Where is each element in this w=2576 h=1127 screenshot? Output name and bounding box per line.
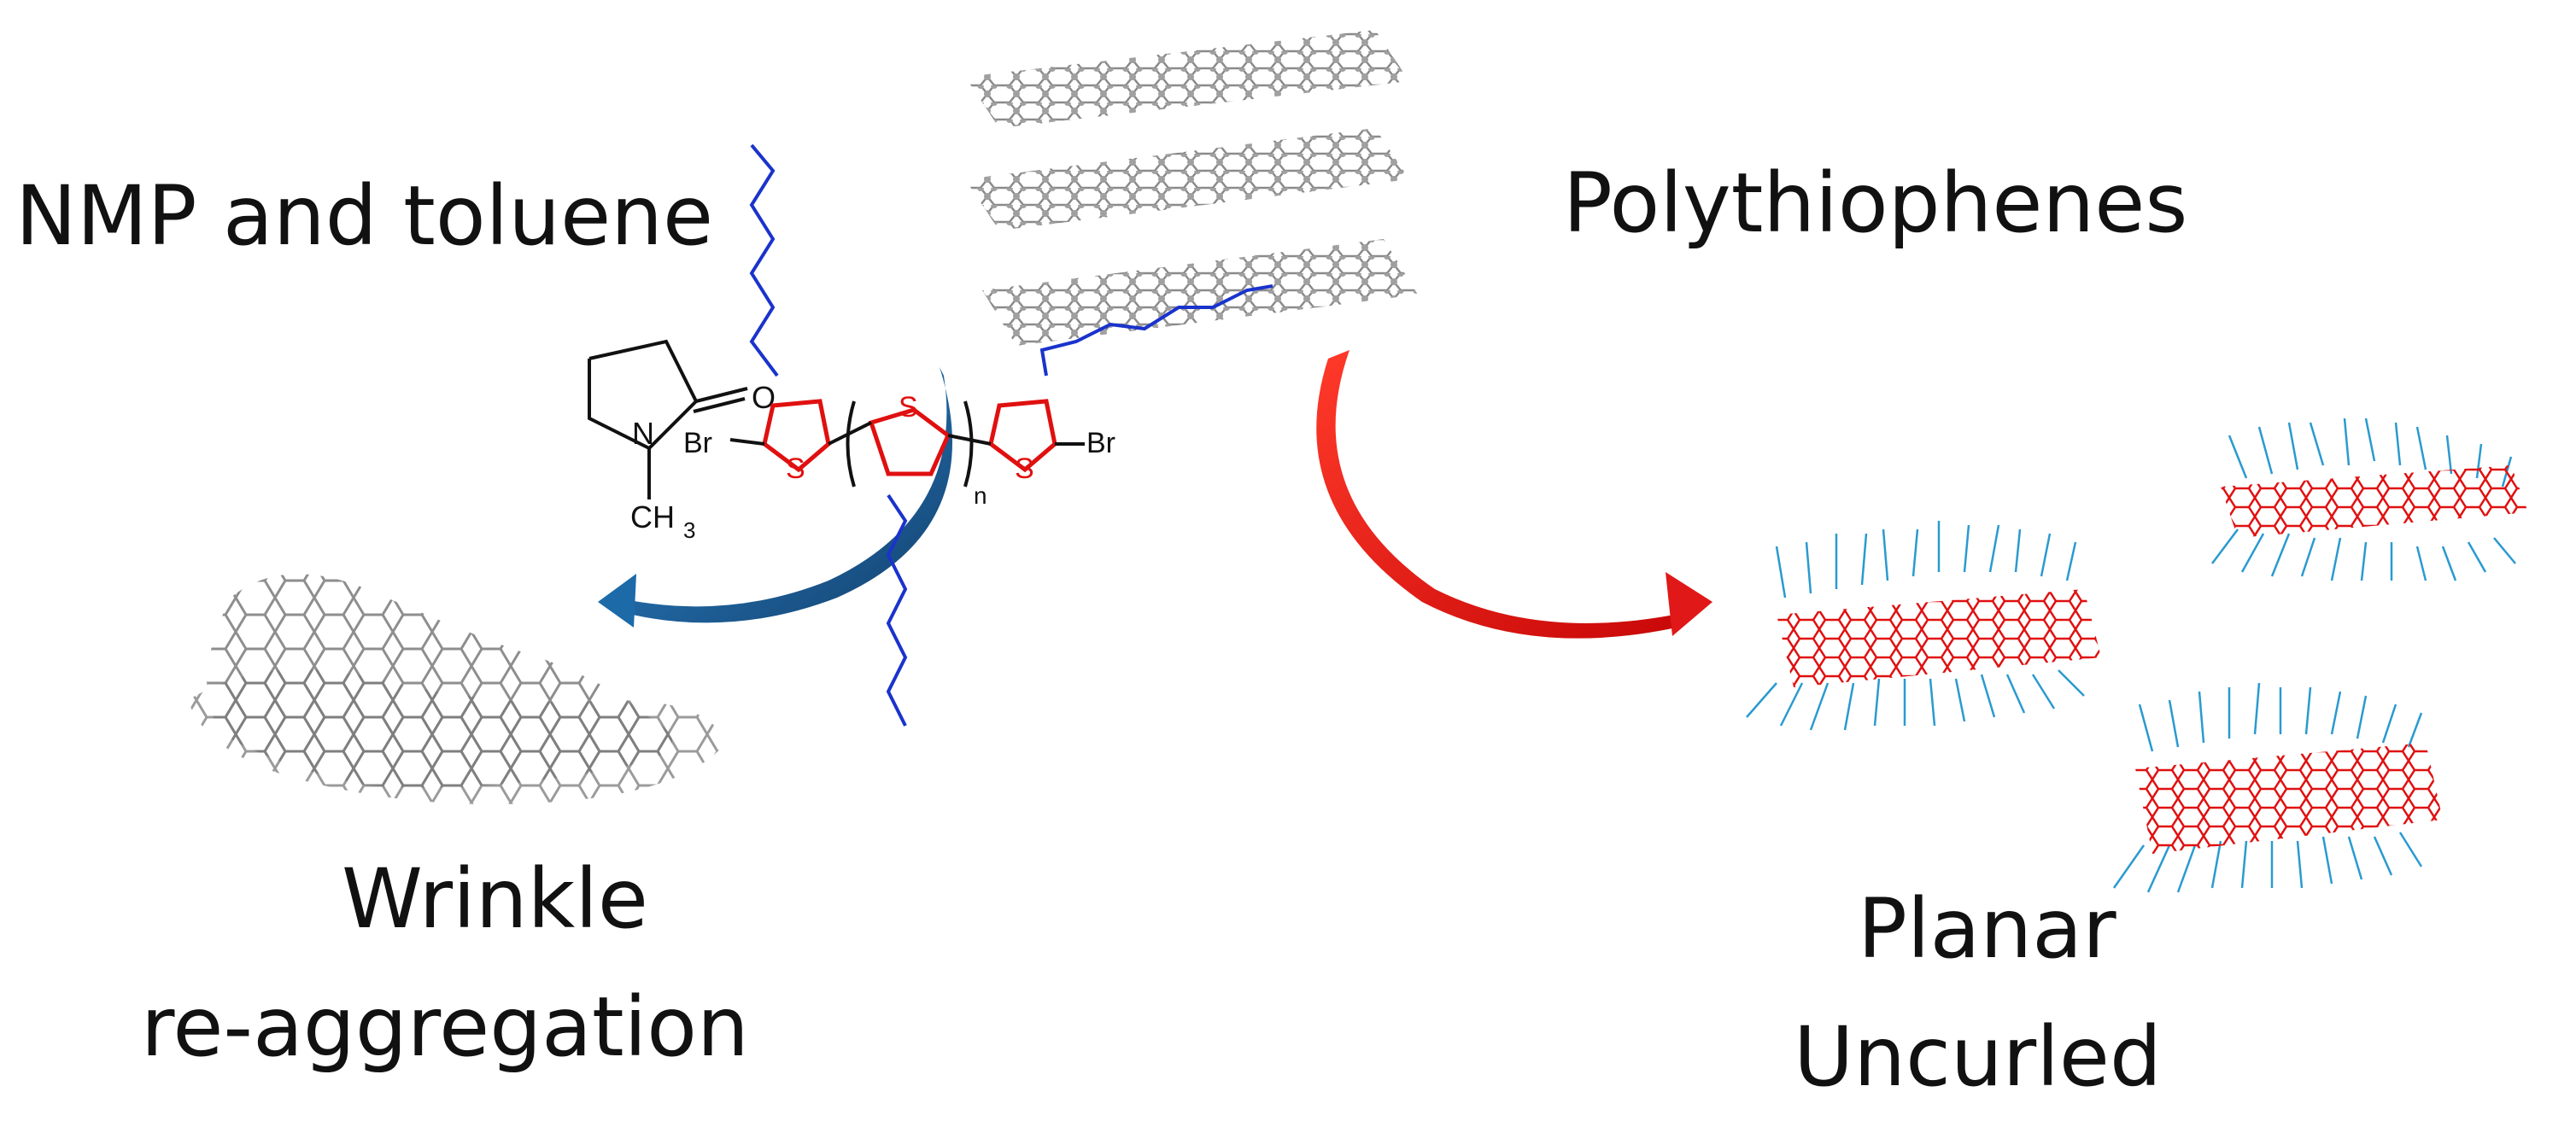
bond-left-center [828,421,872,446]
nmp-methyl-label: CH [630,499,675,534]
thiophene-ring-right [988,399,1057,473]
sulfur-right-label: S [1015,453,1034,485]
nmp-carbonyl-bond-2 [693,397,746,413]
thiophene-ring-left [762,399,831,473]
solvent-label: NMP and toluene [15,168,714,264]
bond-center-right [947,434,992,446]
right-arrow-head [1666,572,1712,636]
left-arrow-body [615,367,952,623]
sulfur-center-label: S [899,391,918,423]
nmp-methyl-subscript: 3 [683,517,695,543]
functionalized-sheet-middle [1746,521,2101,731]
bond-br-left [729,438,765,446]
repeat-bracket-left [846,400,856,488]
wrinkle-label: Wrinkle [342,851,648,947]
uncurled-label: Uncurled [1794,1009,2162,1105]
nmp-ring [588,339,699,451]
alkyl-chain-bottom [886,493,908,727]
bromine-left-label: Br [683,427,712,459]
graphene-sheet-middle [965,128,1409,231]
functionalized-sheet-bottom-right [2112,682,2443,893]
nmp-nitrogen-label: N [632,416,654,451]
nmp-carbonyl-bond-1 [695,387,748,403]
wrinkled-sheet-front [188,669,726,804]
functionalized-sheet-middle-core [1777,589,2101,687]
thiophene-ring-center [868,407,951,476]
right-arrow-body [1316,350,1674,639]
functionalized-sheet-top-right-core [2221,465,2528,538]
alkyl-chain-right [1039,284,1273,377]
polythiophene-molecule [729,143,1273,727]
sulfur-left-label: S [786,453,805,485]
left-arrow [598,367,952,628]
functionalized-sheet-top-right [2211,418,2528,581]
nmp-molecule [588,339,748,499]
polymer-label: Polythiophenes [1563,155,2188,251]
left-arrow-head [598,574,636,628]
right-arrow [1316,350,1712,639]
graphene-sheet-bottom [982,239,1418,346]
graphene-stack [965,30,1418,346]
bromine-right-label: Br [1086,427,1115,459]
repeat-bracket-right [963,400,974,488]
functionalized-sheet-bottom-right-core [2135,743,2443,854]
re-aggregation-label: re-aggregation [141,979,749,1075]
wrinkled-graphene [188,574,726,804]
planar-label: Planar [1858,881,2116,977]
alkyl-chain-top [749,143,779,377]
graphene-sheet-top [965,30,1409,128]
repeat-subscript: n [974,482,987,509]
